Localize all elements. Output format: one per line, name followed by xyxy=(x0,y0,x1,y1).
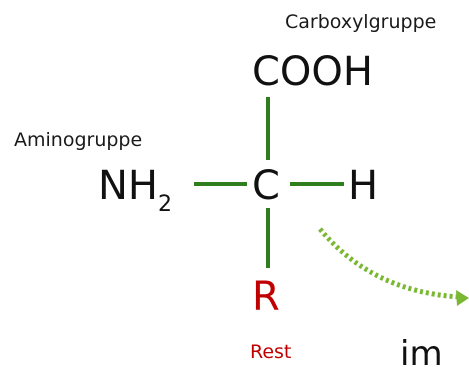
residue-group: R xyxy=(252,274,280,320)
amino-group: NH2 xyxy=(98,163,172,217)
hydrogen-atom: H xyxy=(348,163,378,209)
carboxyl-group: COOH xyxy=(252,49,373,95)
residue-caption: Rest xyxy=(250,341,291,363)
amino-group-main: NH xyxy=(98,163,158,209)
dotted-arrow-path xyxy=(318,227,461,300)
amino-caption: Aminogruppe xyxy=(14,129,142,151)
amino-group-subscript: 2 xyxy=(158,192,172,217)
arrow-head-icon xyxy=(456,290,469,306)
cut-off-text: im xyxy=(400,334,443,367)
central-carbon: C xyxy=(252,163,280,209)
carboxyl-caption: Carboxylgruppe xyxy=(285,11,436,33)
